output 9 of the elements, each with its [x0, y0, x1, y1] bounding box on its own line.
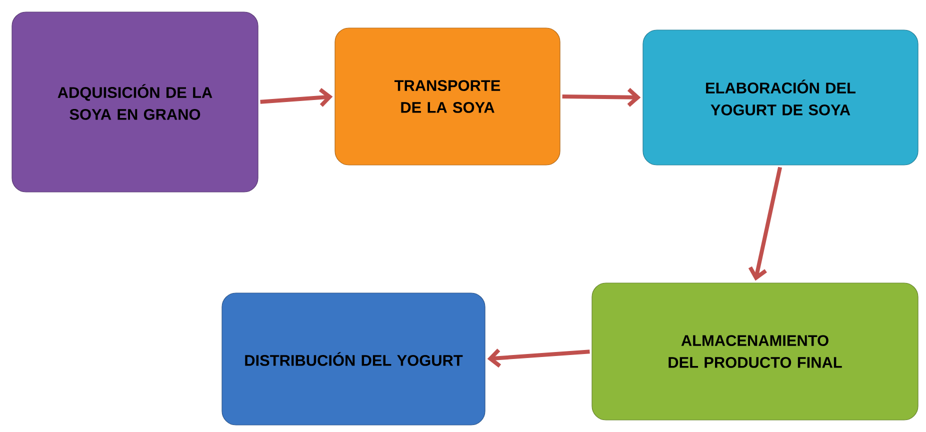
arrow [487, 348, 590, 368]
process-box: ALMACENAMIENTO DEL PRODUCTO FINAL [592, 282, 918, 420]
process-box: ADQUISICIÓN DE LA SOYA EN GRANO [12, 12, 258, 192]
arrow [562, 88, 641, 107]
arrow [260, 88, 333, 107]
process-box: ELABORACIÓN DEL YOGURT DE SOYA [642, 30, 918, 166]
process-box: DISTRIBUCIÓN DEL YOGURT [222, 292, 486, 426]
process-box: TRANSPORTE DE LA SOYA [334, 28, 560, 166]
arrow [748, 166, 782, 281]
